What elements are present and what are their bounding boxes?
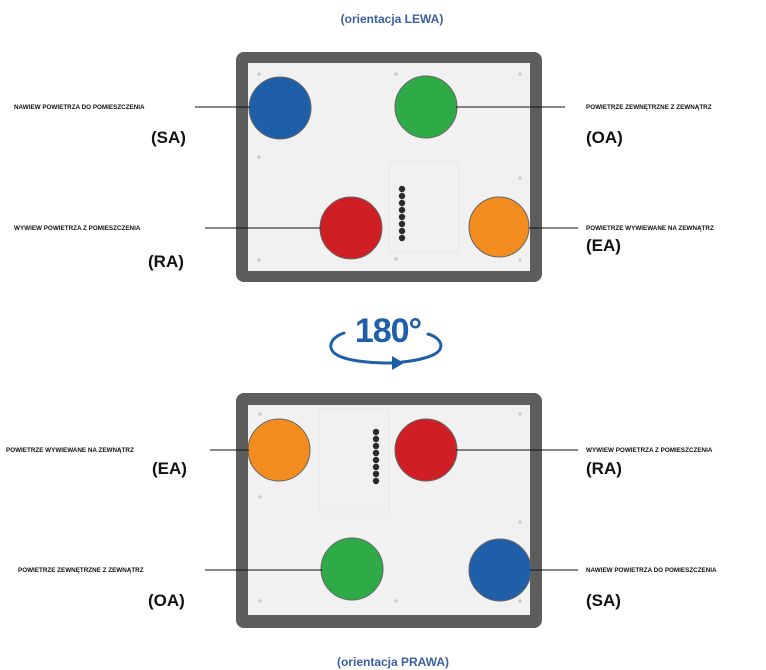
unit-bottom-oa-description: POWIETRZE ZEWNĘTRZNE Z ZEWNĄTRZ [18,567,144,574]
unit-top-control-box [388,161,460,253]
unit-bottom-ea-code: (EA) [152,459,187,478]
unit-top-sa-port [248,76,312,140]
unit-top-ra-port [319,196,383,260]
unit-top-ra-description: WYWIEW POWIETRZA Z POMIESZCZENIA [14,225,141,232]
unit-top-ra-code: (RA) [148,252,184,271]
unit-bottom-oa-port [320,537,384,601]
title-bottom: (orientacja PRAWA) [337,655,449,669]
unit-bottom-sa-port [468,538,532,602]
rotation-arrow-head [392,356,404,370]
unit-top-oa-description: POWIETRZE ZEWNĘTRZNE Z ZEWNĄTRZ [586,104,712,111]
rotation-180-icon: 180° [329,312,443,370]
unit-bottom-ra-port [394,418,458,482]
rotation-arc-left [329,331,394,365]
unit-top-screws [257,72,522,262]
unit-top-ea-port [468,196,530,258]
unit-top-oa-code: (OA) [586,128,623,147]
rotation-label: 180° [355,312,422,350]
unit-bottom-ra-description: WYWIEW POWIETRZA Z POMIESZCZENIA [586,447,713,454]
unit-bottom-ra-code: (RA) [586,459,622,478]
unit-bottom-control-box [318,409,390,513]
unit-bottom-oa-code: (OA) [148,591,185,610]
unit-bottom-sa-description: NAWIEW POWIETRZA DO POMIESZCZENIA [586,567,717,574]
unit-top-ea-code: (EA) [586,236,621,255]
unit-top-connector-strip [398,185,406,242]
unit-top [195,52,578,282]
unit-bottom [205,393,578,628]
unit-bottom-ea-description: POWIETRZE WYWIEWANE NA ZEWNĄTRZ [6,447,134,454]
unit-top-oa-port [394,75,458,139]
rotation-arc-right [400,332,443,364]
unit-bottom-sa-code: (SA) [586,591,621,610]
unit-top-sa-code: (SA) [151,128,186,147]
unit-bottom-screws [258,412,522,603]
unit-bottom-ea-port [247,418,311,482]
unit-top-sa-description: NAWIEW POWIETRZA DO POMIESZCZENIA [14,104,145,111]
title-top: (orientacja LEWA) [341,12,444,26]
unit-bottom-connector-strip [372,428,380,485]
unit-top-ea-description: POWIETRZE WYWIEWANE NA ZEWNĄTRZ [586,225,714,232]
